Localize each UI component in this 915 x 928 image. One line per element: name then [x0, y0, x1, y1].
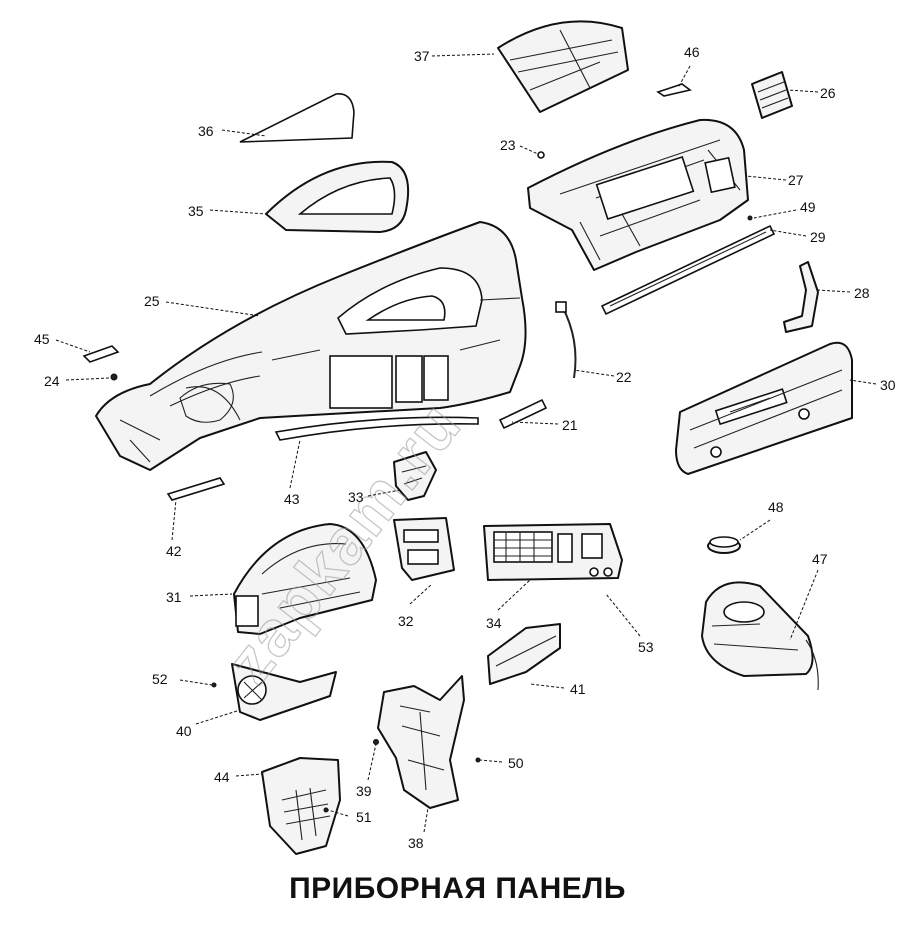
callout-47: 47: [812, 551, 828, 567]
callout-48: 48: [768, 499, 784, 515]
part-32-switch-panel: [393, 517, 455, 581]
callout-30: 30: [880, 377, 896, 393]
part-27-upper-panel: [527, 118, 749, 271]
callout-41: 41: [570, 681, 586, 697]
callout-45: 45: [34, 331, 50, 347]
part-24-screw: [110, 373, 118, 381]
callout-24: 24: [44, 373, 60, 389]
callout-51: 51: [356, 809, 372, 825]
callout-44: 44: [214, 769, 230, 785]
part-28-bracket: [783, 261, 819, 333]
part-41-bracket: [487, 623, 561, 685]
part-42-clip: [166, 477, 226, 501]
callout-29: 29: [810, 229, 826, 245]
callout-21: 21: [562, 417, 578, 433]
callout-46: 46: [684, 44, 700, 60]
leader-lines: [55, 53, 877, 833]
callout-22: 22: [616, 369, 632, 385]
part-44-lower-bracket: [261, 757, 341, 855]
part-48-knob: [707, 536, 741, 554]
part-43-strip: [274, 416, 479, 441]
part-39-screw: [373, 739, 379, 745]
callout-38: 38: [408, 835, 424, 851]
part-38-support-frame: [377, 675, 465, 809]
callout-34: 34: [486, 615, 502, 631]
callout-53: 53: [638, 639, 654, 655]
part-45-clip: [82, 345, 120, 363]
callout-39: 39: [356, 783, 372, 799]
part-37-top-cover: [497, 20, 629, 113]
part-34-console-panel: [483, 523, 623, 581]
part-52-clip: [211, 682, 217, 688]
part-51-screw: [323, 807, 329, 813]
callout-numbers: 37 46 26 36 23 27 49 29 35 25 28 45 24 2…: [34, 44, 896, 851]
callout-27: 27: [788, 172, 804, 188]
part-46-clip: [656, 83, 692, 97]
callout-23: 23: [500, 137, 516, 153]
part-33-bracket: [393, 451, 437, 501]
callout-49: 49: [800, 199, 816, 215]
part-21-cover: [498, 398, 548, 430]
part-50-screw: [475, 757, 481, 763]
callout-28: 28: [854, 285, 870, 301]
part-31-cluster-housing: [233, 523, 377, 635]
part-30-right-lower-panel: [675, 341, 853, 475]
callout-25: 25: [144, 293, 160, 309]
part-40-lower-trim: [231, 663, 337, 721]
callout-37: 37: [414, 48, 430, 64]
callout-52: 52: [152, 671, 168, 687]
diagram-title: ПРИБОРНАЯ ПАНЕЛЬ: [289, 872, 626, 905]
callout-40: 40: [176, 723, 192, 739]
callout-35: 35: [188, 203, 204, 219]
part-29-strip: [600, 224, 776, 316]
callout-42: 42: [166, 543, 182, 559]
part-36-sheet: [239, 93, 355, 143]
part-35-frame: [265, 160, 410, 233]
part-23-fastener: [537, 151, 545, 159]
part-25-main-dashboard: [95, 221, 527, 471]
part-47-cup-holder: [701, 581, 819, 691]
part-49-screw: [747, 215, 753, 221]
part-22-cable: [555, 301, 577, 379]
callout-26: 26: [820, 85, 836, 101]
callout-50: 50: [508, 755, 524, 771]
callout-32: 32: [398, 613, 414, 629]
callout-43: 43: [284, 491, 300, 507]
callout-36: 36: [198, 123, 214, 139]
callout-33: 33: [348, 489, 364, 505]
callout-31: 31: [166, 589, 182, 605]
part-26-vent: [751, 71, 793, 119]
